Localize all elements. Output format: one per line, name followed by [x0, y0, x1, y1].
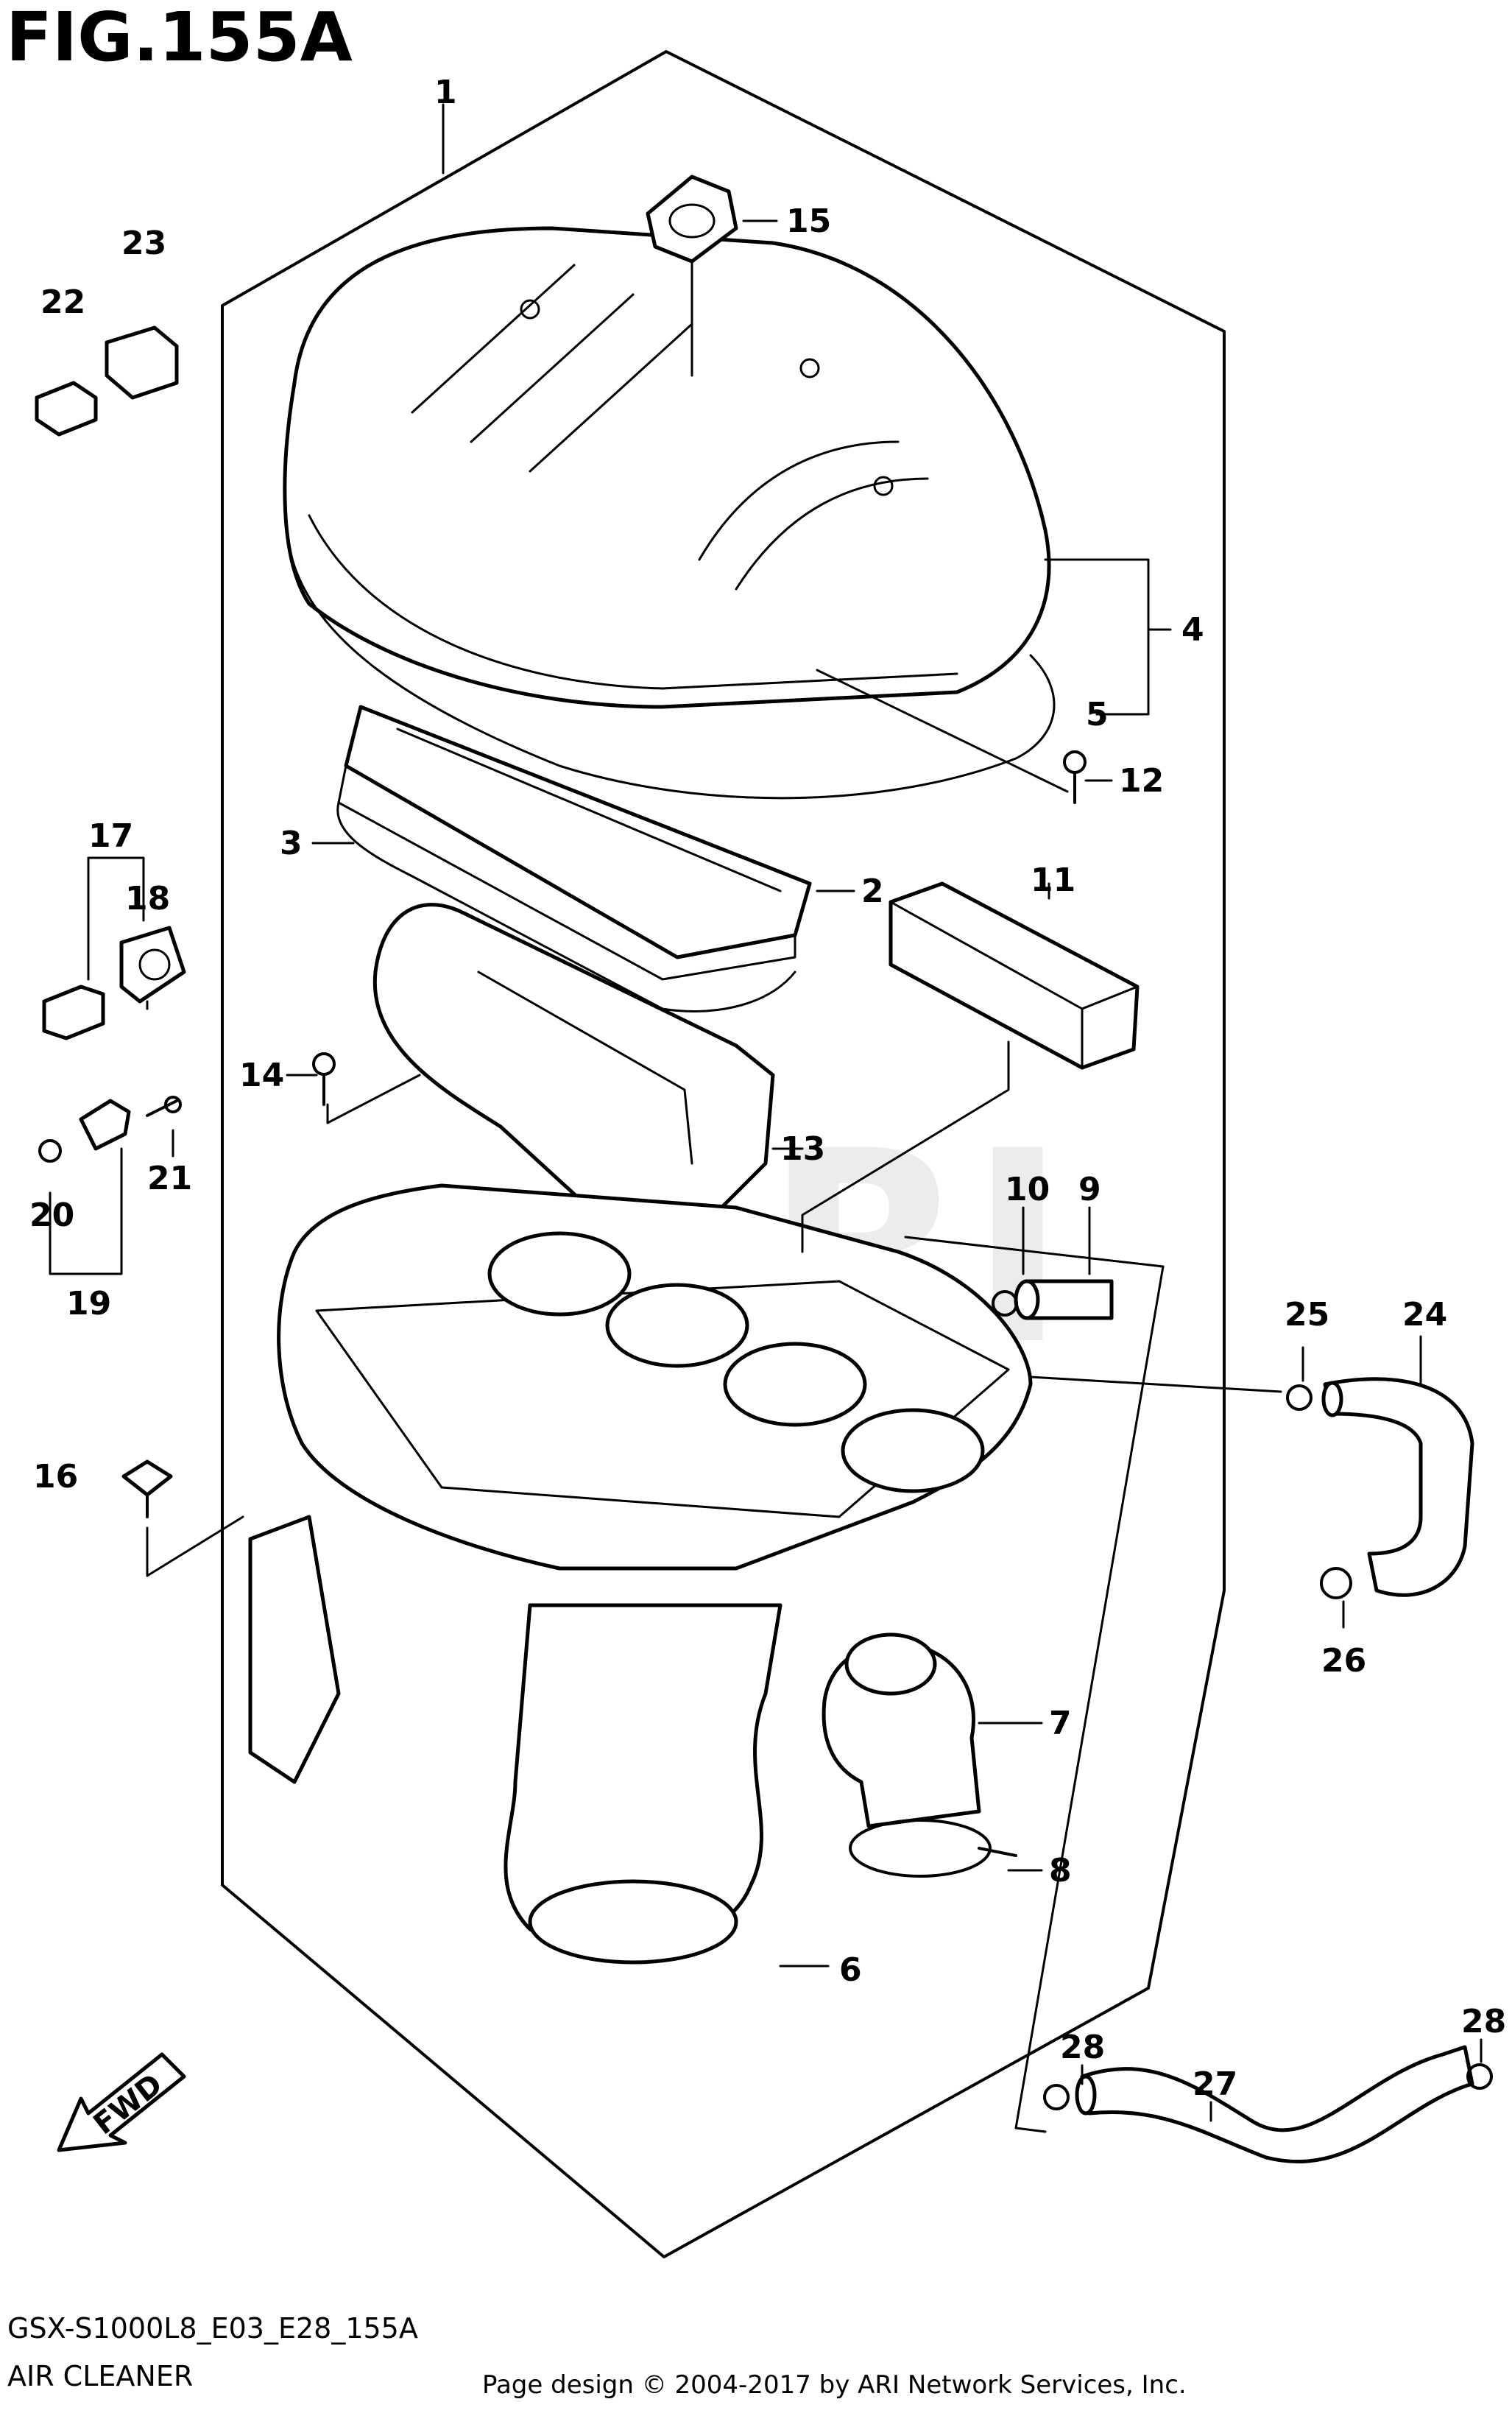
o-ring-20[interactable] [38, 1139, 62, 1163]
cover-23[interactable] [105, 325, 179, 400]
callout-5: 5 [1086, 696, 1109, 733]
callout-27: 27 [1193, 2065, 1237, 2103]
forward-arrow: FWD [57, 2052, 186, 2152]
sensor-22[interactable] [35, 381, 98, 437]
callout-7: 7 [1049, 1705, 1072, 1742]
clip-28-right[interactable] [1466, 2063, 1493, 2090]
callout-24: 24 [1402, 1296, 1447, 1334]
callout-28-left: 28 [1060, 2029, 1105, 2066]
fwd-label: FWD [88, 2068, 169, 2142]
screw-12[interactable] [1063, 750, 1087, 804]
breather-hose[interactable] [1321, 1377, 1474, 1597]
elbow-hose[interactable] [822, 1632, 981, 1828]
callout-22: 22 [40, 283, 85, 321]
callout-15: 15 [786, 202, 831, 240]
callout-21: 21 [147, 1160, 192, 1197]
hose-clamp[interactable] [849, 1819, 1017, 1878]
callout-14: 14 [239, 1057, 284, 1094]
clip-10[interactable] [992, 1290, 1018, 1317]
filter-element[interactable] [337, 705, 812, 981]
callout-18: 18 [125, 880, 170, 917]
callout-9: 9 [1078, 1171, 1101, 1208]
callout-2: 2 [861, 873, 884, 910]
cap[interactable] [646, 175, 738, 264]
callout-13: 13 [780, 1130, 825, 1168]
callout-26: 26 [1321, 1642, 1366, 1680]
callout-4: 4 [1181, 611, 1204, 649]
callout-6: 6 [839, 1951, 862, 1989]
cover-seal[interactable] [286, 529, 1056, 800]
section-name: AIR CLEANER [7, 2360, 193, 2392]
callout-10: 10 [1005, 1171, 1050, 1208]
callout-20: 20 [29, 1197, 74, 1234]
copyright-notice: Page design © 2004-2017 by ARI Network S… [482, 2370, 1187, 2400]
drain-tube[interactable] [1014, 1279, 1114, 1320]
model-code: GSX-S1000L8_E03_E28_155A [7, 2312, 418, 2345]
clip-25[interactable] [1286, 1384, 1313, 1411]
callout-3: 3 [280, 825, 303, 862]
callout-28-right: 28 [1461, 2003, 1506, 2040]
assembly-frame [221, 50, 1226, 2258]
sensor-19[interactable] [79, 1099, 131, 1151]
callout-12: 12 [1119, 762, 1164, 800]
callout-17: 17 [88, 817, 133, 855]
callout-23: 23 [121, 225, 166, 262]
foam-block[interactable] [889, 881, 1140, 1070]
clamp-26[interactable] [1320, 1567, 1352, 1599]
air-cleaner-case[interactable] [248, 1183, 1033, 1965]
sensor-18[interactable] [119, 926, 186, 1004]
drain-hose[interactable] [1075, 2045, 1474, 2163]
screw-14[interactable] [312, 1052, 336, 1106]
callout-25: 25 [1285, 1296, 1329, 1334]
callout-19: 19 [66, 1285, 111, 1322]
clip-28-left[interactable] [1043, 2084, 1070, 2110]
sensor-17[interactable] [42, 984, 105, 1040]
figure-title: FIG.155A [6, 0, 353, 77]
callout-1: 1 [434, 74, 457, 111]
callout-11: 11 [1031, 862, 1075, 899]
callout-8: 8 [1049, 1852, 1072, 1889]
bolt-16[interactable] [121, 1459, 173, 1518]
callout-16: 16 [33, 1458, 78, 1496]
air-cleaner-cover[interactable] [283, 226, 1051, 709]
leader-lines [49, 103, 1483, 2133]
screw-21[interactable] [146, 1096, 182, 1117]
